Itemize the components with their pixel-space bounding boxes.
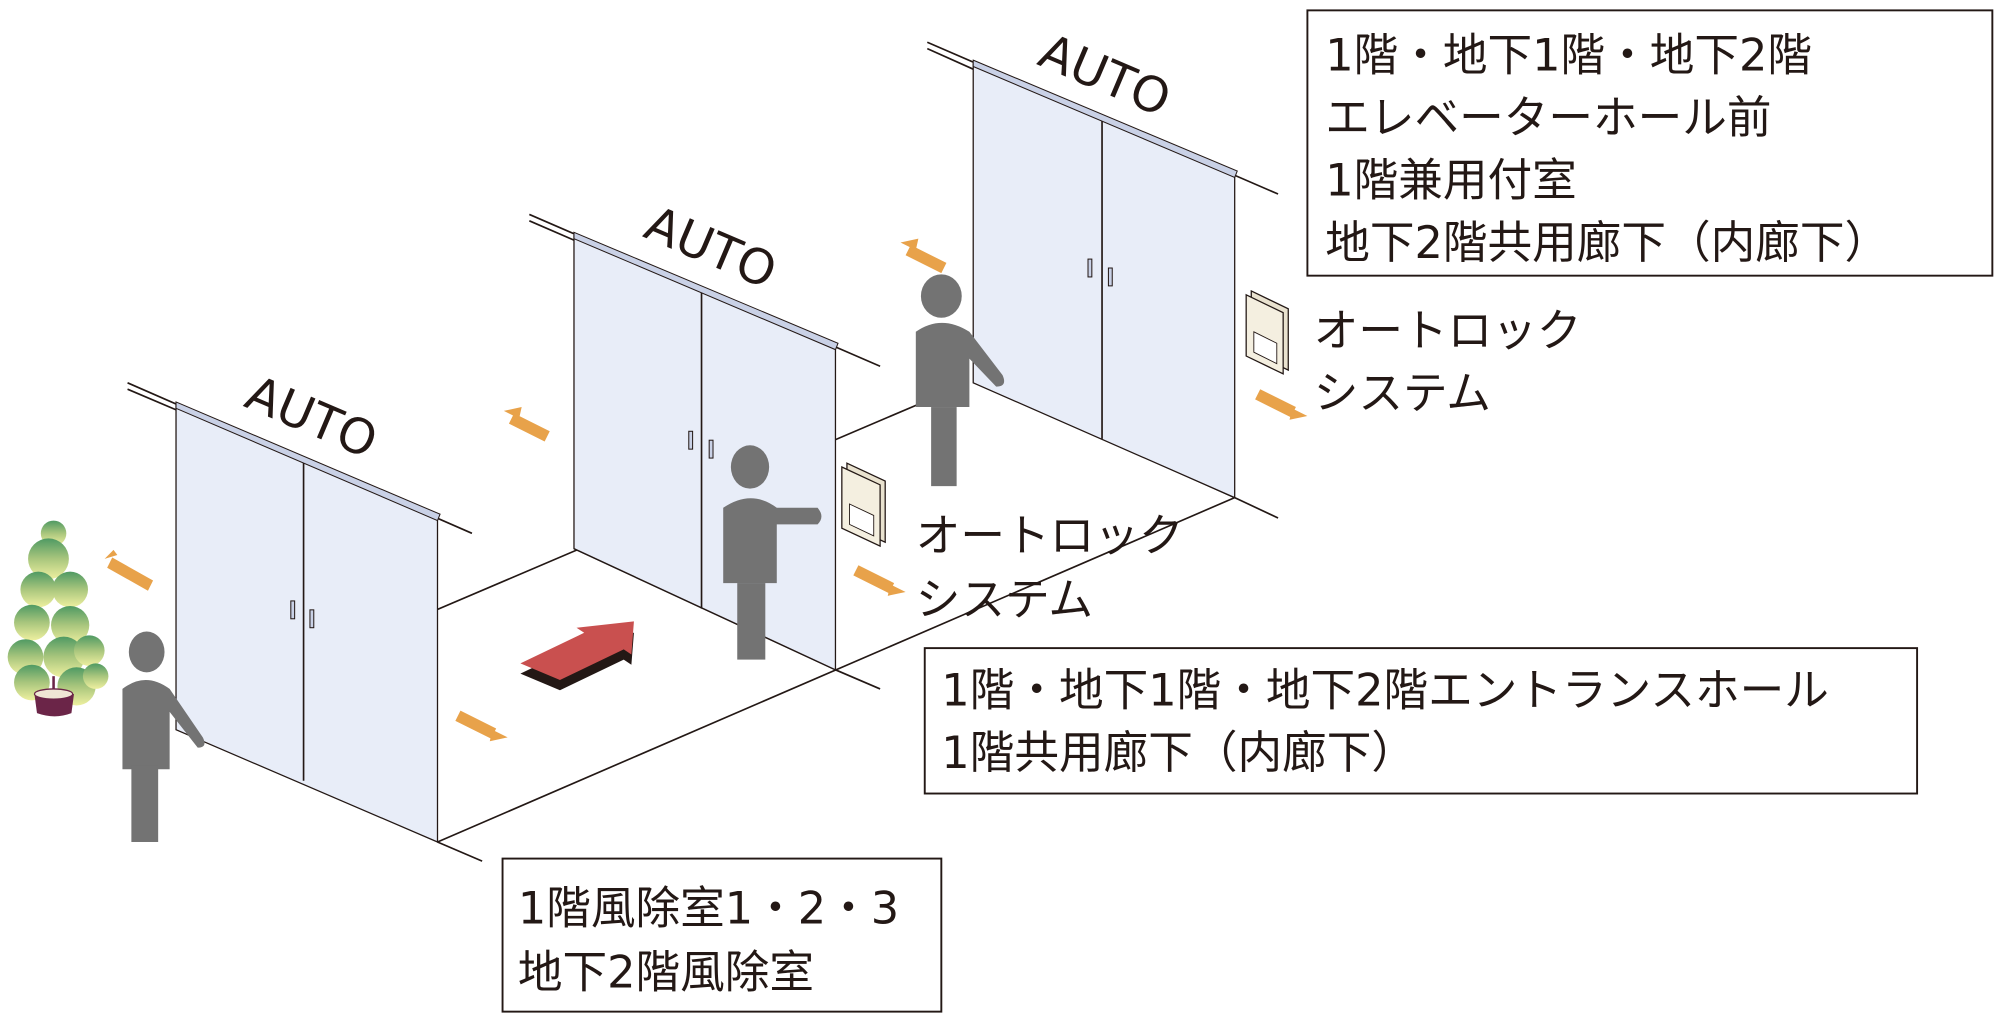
auto-door-3: AUTO (926, 23, 1279, 499)
person-icon (915, 274, 1005, 487)
arrow-icon (853, 565, 906, 596)
door-handle (708, 439, 714, 459)
potted-tree-icon (7, 520, 109, 717)
callout-line: エレベーターホール前 (1325, 92, 1771, 144)
arrow-icon (455, 710, 508, 742)
arrow-icon (1255, 389, 1308, 420)
autolock-label: システム (916, 574, 1093, 626)
door-handle (309, 609, 315, 629)
callout-line: 1階・地下1階・地下2階エントランスホール (941, 665, 1829, 717)
autolock-label: システム (1314, 367, 1491, 419)
person-icon (122, 631, 205, 842)
entry-direction-arrow (520, 621, 634, 691)
callout-line: 1階共用廊下（内廊下） (941, 727, 1416, 779)
door-handle (290, 600, 296, 620)
arrow-icon (503, 407, 550, 442)
callout-line: 1階・地下1階・地下2階 (1325, 29, 1812, 81)
door-handle (1107, 267, 1113, 287)
callout-entrance-hall: 1階・地下1階・地下2階エントランスホール 1階共用廊下（内廊下） (923, 647, 1919, 795)
callout-windbreak-room: 1階風除室1・2・3 地下2階風除室 (501, 857, 943, 1013)
intercom-keypad-icon (1245, 289, 1289, 375)
callout-elevator-hall: 1階・地下1階・地下2階 エレベーターホール前 1階兼用付室 地下2階共用廊下（… (1306, 9, 1994, 277)
door-opening-arrows (104, 238, 1308, 742)
auto-door-1: AUTO (127, 365, 473, 843)
intercom-keypad-icon (841, 462, 886, 548)
arrow-icon (104, 549, 154, 591)
autolock-label: オートロック (916, 510, 1184, 562)
door-handle (688, 430, 694, 450)
arrow-icon (900, 238, 947, 274)
autolock-label: オートロック (1314, 305, 1582, 357)
callout-line: 1階風除室1・2・3 (518, 883, 899, 935)
callout-line: 地下2階共用廊下（内廊下） (1325, 217, 1889, 269)
callout-line: 1階兼用付室 (1325, 154, 1577, 206)
door-handle (1087, 258, 1093, 278)
person-icon (723, 445, 822, 660)
auto-door-2: AUTO (529, 196, 881, 671)
callout-line: 地下2階風除室 (518, 946, 814, 998)
